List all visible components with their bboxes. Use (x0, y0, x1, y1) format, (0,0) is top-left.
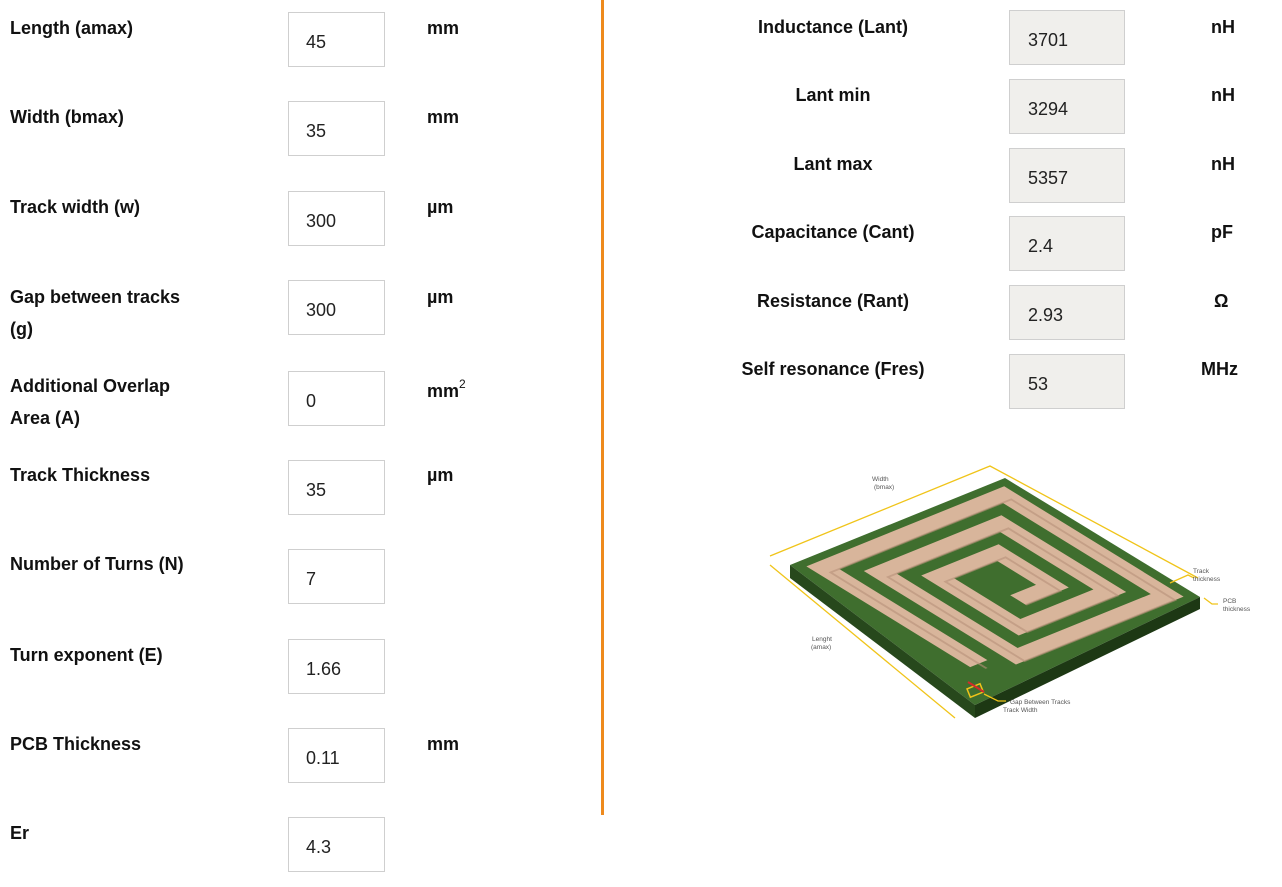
width-label: Width (bmax) (10, 107, 124, 127)
self-resonance-value: 53 (1009, 354, 1125, 409)
length-dim-label: Lenght (812, 636, 832, 643)
pcb-board-front-edge (790, 565, 975, 718)
resistance-value: 2.93 (1009, 285, 1125, 340)
track-thickness-dimension (1169, 574, 1195, 584)
width-dimension (769, 465, 1199, 579)
er-input[interactable] (288, 817, 385, 872)
track-width-dim-label: Track Width (1003, 707, 1038, 714)
dimension-lines (769, 465, 1218, 719)
lant-min-label: Lant min (795, 85, 871, 105)
copper-spiral (806, 486, 1184, 669)
track-width-label: Track width (w) (10, 197, 141, 217)
length-unit: mm (427, 18, 460, 38)
pcb-thickness-dim-sub: thickness (1223, 606, 1251, 613)
capacitance-label: Capacitance (Cant) (751, 222, 915, 242)
pcb-thickness-unit: mm (427, 734, 460, 754)
width-dim-label: Width (872, 476, 889, 483)
length-input[interactable] (288, 12, 385, 67)
gap-unit: µm (427, 287, 454, 307)
turn-exponent-label: Turn exponent (E) (10, 645, 163, 665)
lant-max-value: 5357 (1009, 148, 1125, 203)
lant-max-label: Lant max (793, 154, 873, 174)
pcb-board-side-edge (975, 597, 1200, 718)
pcb-thickness-dim-label: PCB (1223, 598, 1236, 605)
overlap-input[interactable] (288, 371, 385, 426)
gap-dimension (983, 693, 1006, 702)
pcb-thickness-input[interactable] (288, 728, 385, 783)
column-divider (601, 0, 604, 815)
gap-dim-label: Gap Between Tracks (1010, 699, 1071, 706)
inductance-label: Inductance (Lant) (757, 17, 908, 37)
lant-min-unit: nH (1211, 85, 1235, 105)
track-width-input[interactable] (288, 191, 385, 246)
resistance-label: Resistance (Rant) (756, 291, 910, 311)
width-input[interactable] (288, 101, 385, 156)
inductance-value: 3701 (1009, 10, 1125, 65)
overlap-unit-exponent: 2 (459, 377, 466, 391)
lant-max-unit: nH (1211, 154, 1235, 174)
track-thickness-unit: µm (427, 465, 454, 485)
width-unit: mm (427, 107, 460, 127)
copper-track (806, 486, 1184, 668)
track-thickness-label: Track Thickness (10, 465, 151, 485)
pcb-thickness-dimension (1203, 597, 1218, 605)
capacitance-value: 2.4 (1009, 216, 1125, 271)
lant-min-value: 3294 (1009, 79, 1125, 134)
er-label: Er (10, 823, 30, 843)
track-thickness-dim-label: Track (1193, 568, 1210, 575)
length-label: Length (amax) (10, 18, 134, 38)
track-width-unit: µm (427, 197, 454, 217)
copper-track-shade (828, 498, 1178, 669)
capacitance-unit: pF (1211, 222, 1233, 242)
track-thickness-input[interactable] (288, 460, 385, 515)
track-thickness-dim-sub: thickness (1193, 576, 1221, 583)
pcb-thickness-label: PCB Thickness (10, 734, 142, 754)
gap-label-line2: (g) (10, 319, 33, 339)
length-dim-sub: (amax) (811, 644, 831, 651)
resistance-unit: Ω (1214, 291, 1229, 311)
self-resonance-label: Self resonance (Fres) (741, 359, 925, 379)
antenna-diagram: Width (bmax) Lenght (amax) Track thickne… (769, 465, 1251, 719)
gap-label: Gap between tracks (10, 287, 181, 307)
width-dim-sub: (bmax) (874, 484, 894, 491)
overlap-label-line2: Area (A) (10, 408, 81, 428)
length-dimension (769, 564, 956, 719)
turn-exponent-input[interactable] (288, 639, 385, 694)
inductance-unit: nH (1211, 17, 1235, 37)
turns-label: Number of Turns (N) (10, 554, 184, 574)
overlap-unit: mm2 (427, 377, 466, 401)
overlap-label: Additional Overlap (10, 376, 171, 396)
self-resonance-unit: MHz (1201, 359, 1238, 379)
turns-input[interactable] (288, 549, 385, 604)
gap-input[interactable] (288, 280, 385, 335)
gap-marker-red (967, 681, 985, 693)
